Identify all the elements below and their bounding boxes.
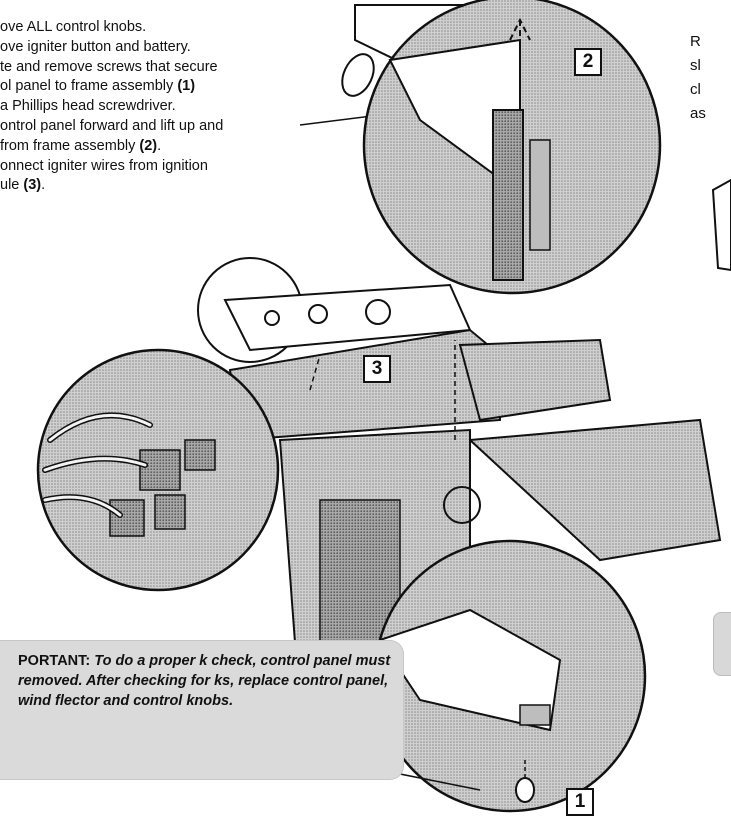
step-text: ontrol panel forward and lift up and xyxy=(0,117,224,134)
right-note-box xyxy=(713,612,731,676)
callout-3: 3 xyxy=(363,355,391,383)
right-text-line: sl xyxy=(690,57,701,74)
step-text: . xyxy=(157,137,162,154)
step-text: ule xyxy=(0,177,24,194)
step-line: a Phillips head screwdriver. xyxy=(0,97,330,117)
step-line: onnect igniter wires from ignition xyxy=(0,157,330,177)
panel-arrow xyxy=(309,340,456,440)
side-shelf xyxy=(467,418,722,562)
knob-hole xyxy=(341,53,375,97)
step-text: . xyxy=(41,177,46,194)
screw xyxy=(515,777,535,803)
frame-post xyxy=(492,109,524,281)
figure-ref: (3) xyxy=(23,177,42,194)
step-text: ol panel to frame assembly xyxy=(0,78,178,95)
important-text: PORTANT: To do a proper k check, control… xyxy=(18,651,398,711)
grill-hood xyxy=(458,338,612,422)
panel-corner xyxy=(378,608,562,732)
instruction-steps: ove ALL control knobs. ove igniter butto… xyxy=(0,18,330,196)
step-text: a Phillips head screwdriver. xyxy=(0,98,176,115)
step-line: ove igniter button and battery. xyxy=(0,38,330,58)
step-line: from frame assembly (2). xyxy=(0,137,330,157)
right-part xyxy=(711,178,731,272)
step-text: ove ALL control knobs. xyxy=(0,19,147,35)
step-text: from frame assembly xyxy=(0,137,140,154)
important-body: To do a proper k check, control panel mu… xyxy=(18,653,391,709)
step-line: ove ALL control knobs. xyxy=(0,18,330,38)
right-text-line: cl xyxy=(690,81,701,98)
step-line: te and remove screws that secure xyxy=(0,58,330,78)
right-text-line: as xyxy=(690,105,706,122)
bracket xyxy=(529,139,551,251)
right-text-line: R xyxy=(690,33,701,50)
step-line: ol panel to frame assembly (1) xyxy=(0,77,330,97)
control-panel-lifted xyxy=(223,283,472,352)
step-text: onnect igniter wires from ignition xyxy=(0,157,208,174)
callout-1: 1 xyxy=(566,788,594,816)
figure-ref: (1) xyxy=(177,78,196,95)
figure-ref: (2) xyxy=(139,137,158,154)
screw-locator xyxy=(443,486,481,524)
step-text: ove igniter button and battery. xyxy=(0,38,191,55)
important-note: PORTANT: To do a proper k check, control… xyxy=(0,640,404,780)
important-label: PORTANT: xyxy=(18,653,91,669)
step-line: ule (3). xyxy=(0,176,330,196)
right-column-text: R sl cl as xyxy=(690,30,731,126)
step-text: te and remove screws that secure xyxy=(0,58,218,75)
lift-arrow xyxy=(509,17,531,110)
callout-2: 2 xyxy=(574,48,602,76)
bracket-plate xyxy=(519,704,551,726)
step-line: ontrol panel forward and lift up and xyxy=(0,117,330,137)
